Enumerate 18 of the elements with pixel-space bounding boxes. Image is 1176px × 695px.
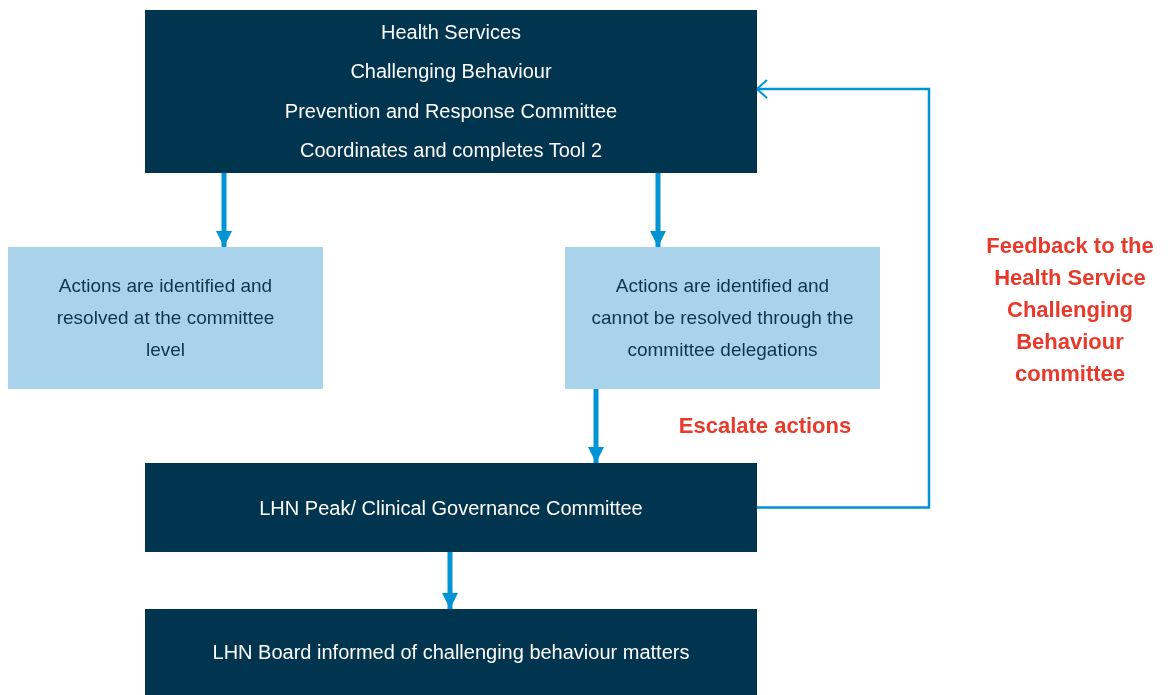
arrow [442,552,458,609]
box-text: Coordinates and completes Tool 2 [299,138,602,163]
process-box [565,247,880,389]
box-text: Prevention and Response Committee [284,98,618,124]
arrow [216,173,232,247]
process-box [145,10,757,173]
arrow [588,389,604,463]
process-box [145,463,757,552]
box-text: Challenging Behaviour [350,59,552,84]
box-text: LHN Board informed of challenging behaviour matters [212,640,690,665]
process-box [8,247,323,389]
box-text: Actions are identified and resolved at the committee level [56,274,275,362]
box-text: Health Services [380,19,522,45]
arrow [756,79,931,509]
box-text: Actions are identified and cannot be resolved through the committee delegations [590,274,855,362]
process-box [145,609,757,695]
arrow [650,173,666,247]
box-text: LHN Peak/ Clinical Governance Committee [259,495,643,521]
